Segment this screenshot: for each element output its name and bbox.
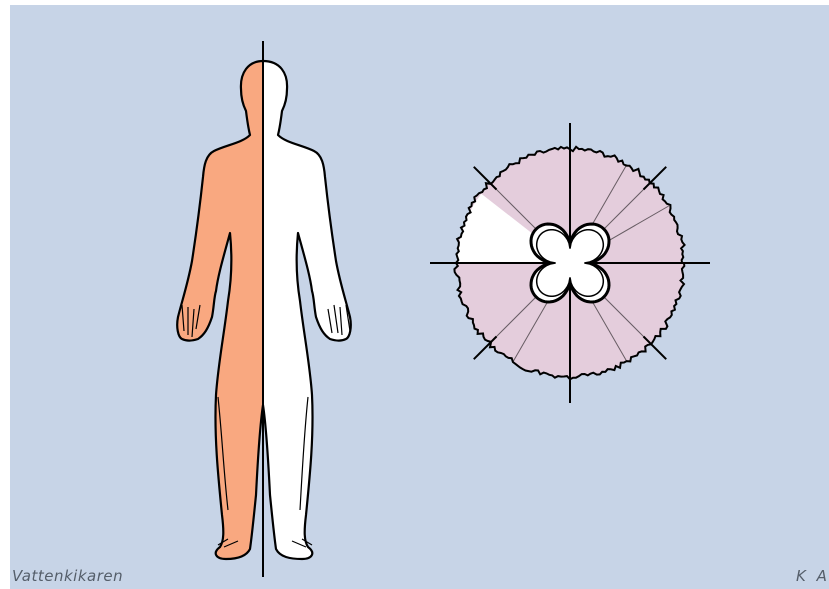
- background: [10, 5, 829, 589]
- diagram-panel: Vattenkikaren K A: [10, 5, 829, 589]
- caption-left: Vattenkikaren: [12, 567, 123, 585]
- caption-right: K A: [796, 567, 829, 585]
- diagram-svg: [10, 5, 829, 589]
